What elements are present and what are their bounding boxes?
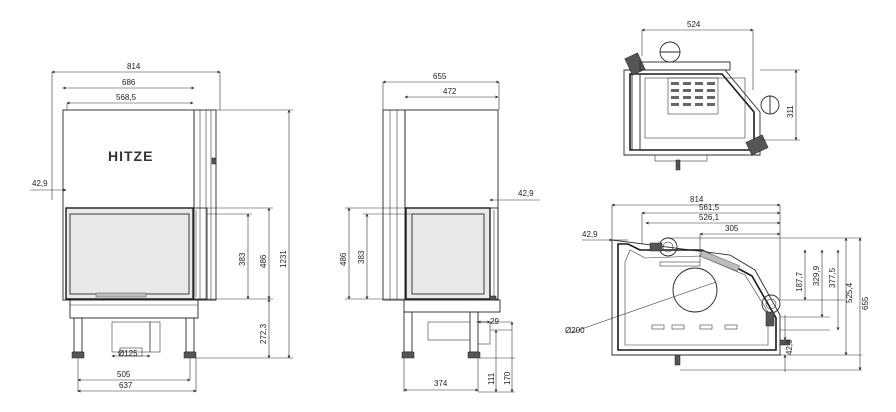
side-leg-right [469, 311, 479, 353]
dim-side-472: 472 [443, 87, 457, 96]
front-handle-marker [211, 157, 217, 165]
plan-flue-200 [672, 267, 718, 313]
dim-side-486: 486 [339, 252, 348, 266]
top-body-outline [623, 69, 761, 156]
side-back-panel [382, 109, 406, 301]
dim-side-29: 29 [490, 317, 499, 326]
dim-front-686: 686 [122, 78, 136, 87]
plan-view: 814 561,5 526,1 305 42,9 187,7 329,9 377… [565, 195, 870, 372]
dim-side-170: 170 [503, 371, 512, 385]
dim-plan-200: Ø200 [565, 326, 585, 335]
side-leg-left [403, 311, 413, 353]
dim-front-1231: 1231 [279, 250, 288, 268]
dim-front-568: 568,5 [116, 93, 137, 102]
dim-plan-561-5: 561,5 [699, 203, 720, 212]
dim-side-111: 111 [487, 372, 496, 385]
front-leg-left [73, 317, 83, 353]
front-side-panel [193, 109, 217, 301]
dim-top-311: 311 [786, 105, 795, 118]
dim-front-42-9: 42,9 [32, 179, 48, 188]
dim-plan-187-7: 187,7 [795, 271, 804, 292]
dim-plan-329-9: 329,9 [812, 265, 821, 286]
dim-plan-305: 305 [725, 224, 739, 233]
dim-plan-42-9-bottom: 42,9 [785, 339, 794, 355]
top-view: 524 311 [623, 20, 800, 171]
dim-front-272-3: 272,3 [259, 323, 268, 344]
front-leg-right [185, 317, 195, 353]
dim-front-505: 505 [117, 370, 131, 379]
dim-plan-526-1: 526,1 [699, 213, 720, 222]
front-grate [95, 292, 147, 298]
dim-side-42-9: 42,9 [518, 189, 534, 198]
dim-plan-377-5: 377,5 [828, 267, 837, 288]
dim-front-flue-125: Ø125 [118, 349, 138, 358]
dim-front-814: 814 [127, 62, 141, 71]
dim-front-486: 486 [259, 254, 268, 268]
side-door-glass [405, 207, 491, 300]
dim-front-383: 383 [238, 252, 247, 266]
dim-front-637: 637 [119, 381, 133, 390]
dim-side-655: 655 [433, 72, 447, 81]
dim-plan-525-4: 525,4 [845, 282, 854, 303]
dim-plan-42-9-left: 42,9 [582, 230, 598, 239]
front-view: HITZE 814 686 568,5 42,9 [30, 62, 293, 393]
front-corner-glass [192, 207, 208, 300]
dim-plan-814: 814 [690, 195, 704, 204]
dim-side-383: 383 [357, 250, 366, 264]
front-door-glass [65, 207, 194, 300]
dim-plan-655: 655 [861, 296, 870, 310]
plan-outer-outline [611, 239, 781, 356]
dim-side-374: 374 [434, 379, 448, 388]
top-grate [667, 77, 719, 115]
brand-logo: HITZE [108, 148, 153, 164]
side-view: 655 472 42,9 486 383 29 111 170 374 [339, 72, 540, 393]
dim-top-524: 524 [687, 20, 701, 29]
